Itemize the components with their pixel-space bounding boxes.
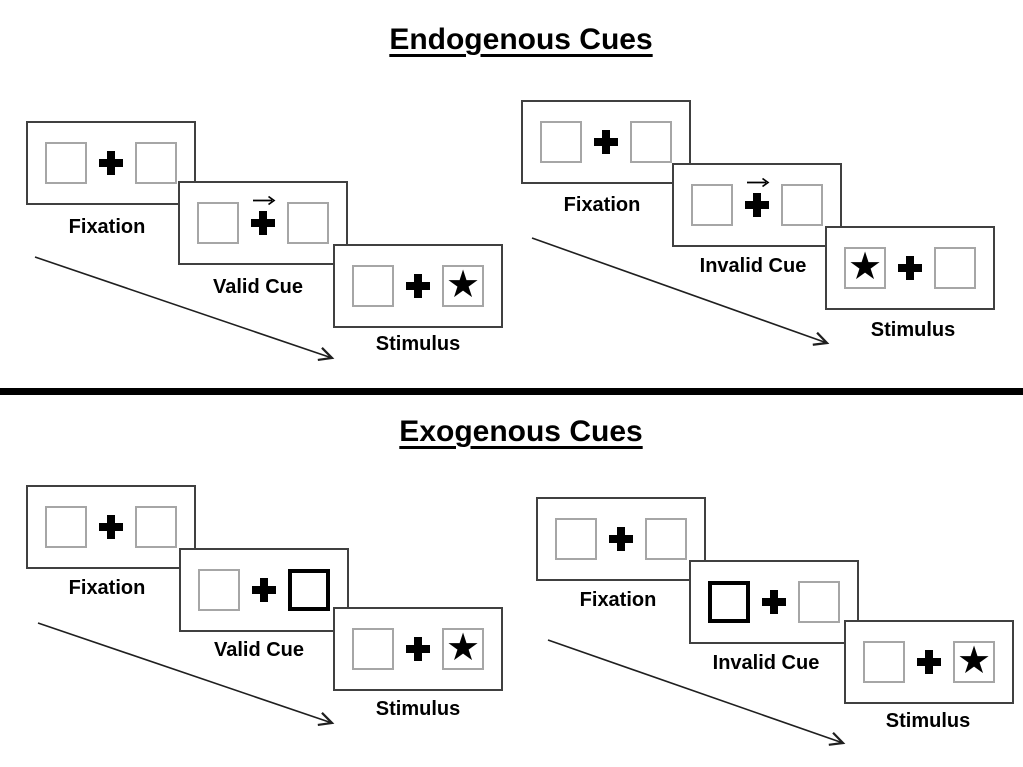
fixation-cross-icon	[406, 637, 430, 661]
left-placeholder-box	[352, 265, 394, 307]
invalid-cue-card	[689, 560, 859, 644]
star-stimulus-icon: ★	[445, 626, 481, 669]
plus-icon	[898, 256, 922, 280]
right-placeholder-box	[781, 184, 823, 226]
fixation-cross-icon	[609, 527, 633, 551]
right-placeholder-box	[135, 142, 177, 184]
left-placeholder-box	[45, 506, 87, 548]
plus-icon	[251, 211, 275, 235]
plus-icon	[406, 637, 430, 661]
target-box: ★	[953, 641, 995, 683]
valid-cue-label: Valid Cue	[212, 276, 304, 298]
valid-cue-card	[178, 181, 348, 265]
fixation-cross-icon	[898, 256, 922, 280]
fixation-card	[536, 497, 706, 581]
fixation-label: Fixation	[68, 216, 146, 238]
star-stimulus-icon: ★	[847, 245, 883, 288]
star-stimulus-icon: ★	[445, 263, 481, 306]
fixation-card	[26, 121, 196, 205]
stimulus-label: Stimulus	[375, 698, 461, 720]
fixation-cross-icon	[762, 590, 786, 614]
highlighted-cue-box	[708, 581, 750, 623]
target-box: ★	[442, 265, 484, 307]
arrow-right-cue-icon	[253, 195, 276, 206]
plus-icon	[99, 151, 123, 175]
fixation-label: Fixation	[579, 589, 657, 611]
stimulus-label: Stimulus	[870, 319, 956, 341]
fixation-label: Fixation	[563, 194, 641, 216]
fixation-cross-icon	[251, 195, 276, 235]
plus-icon	[745, 193, 769, 217]
endogenous-section-title: Endogenous Cues	[389, 23, 653, 56]
fixation-cross-icon	[252, 578, 276, 602]
left-placeholder-box	[45, 142, 87, 184]
plus-icon	[252, 578, 276, 602]
sequence-arrow	[531, 237, 830, 346]
left-placeholder-box	[197, 202, 239, 244]
plus-icon	[99, 515, 123, 539]
section-divider	[0, 388, 1023, 395]
valid-cue-label: Valid Cue	[213, 639, 305, 661]
stimulus-card: ★	[844, 620, 1014, 704]
left-placeholder-box	[863, 641, 905, 683]
invalid-cue-label: Invalid Cue	[712, 652, 820, 674]
valid-cue-card	[179, 548, 349, 632]
right-placeholder-box	[630, 121, 672, 163]
plus-icon	[609, 527, 633, 551]
invalid-cue-label: Invalid Cue	[699, 255, 807, 277]
sequence-arrow	[37, 622, 335, 727]
fixation-card	[521, 100, 691, 184]
stimulus-label: Stimulus	[375, 333, 461, 355]
fixation-cross-icon	[917, 650, 941, 674]
star-stimulus-icon: ★	[956, 639, 992, 682]
right-placeholder-box	[287, 202, 329, 244]
right-placeholder-box	[135, 506, 177, 548]
stimulus-card: ★	[333, 244, 503, 328]
highlighted-cue-box	[288, 569, 330, 611]
left-placeholder-box	[691, 184, 733, 226]
target-box: ★	[442, 628, 484, 670]
sequence-arrow	[547, 639, 846, 746]
right-placeholder-box	[798, 581, 840, 623]
invalid-cue-card	[672, 163, 842, 247]
plus-icon	[594, 130, 618, 154]
fixation-label: Fixation	[68, 577, 146, 599]
plus-icon	[762, 590, 786, 614]
stimulus-label: Stimulus	[885, 710, 971, 732]
arrow-right-cue-icon	[747, 177, 770, 188]
left-placeholder-box	[555, 518, 597, 560]
left-placeholder-box	[198, 569, 240, 611]
fixation-card	[26, 485, 196, 569]
fixation-cross-icon	[99, 151, 123, 175]
left-placeholder-box	[352, 628, 394, 670]
stimulus-card: ★	[333, 607, 503, 691]
right-placeholder-box	[645, 518, 687, 560]
fixation-cross-icon	[594, 130, 618, 154]
stimulus-card: ★	[825, 226, 995, 310]
exogenous-section-title: Exogenous Cues	[399, 415, 643, 448]
fixation-cross-icon	[99, 515, 123, 539]
target-box: ★	[844, 247, 886, 289]
fixation-cross-icon	[745, 177, 770, 217]
sequence-arrow	[34, 256, 335, 362]
fixation-cross-icon	[406, 274, 430, 298]
plus-icon	[917, 650, 941, 674]
plus-icon	[406, 274, 430, 298]
right-placeholder-box	[934, 247, 976, 289]
left-placeholder-box	[540, 121, 582, 163]
